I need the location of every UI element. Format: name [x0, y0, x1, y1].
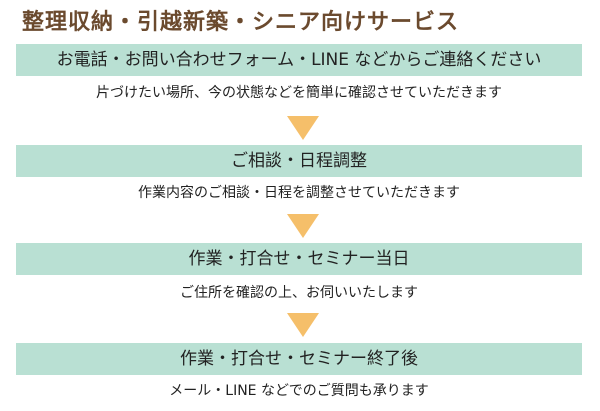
down-triangle-arrow-icon — [287, 313, 319, 337]
step-4-description: メール・LINE などでのご質問も承ります — [169, 383, 429, 399]
down-triangle-arrow-icon — [287, 214, 319, 238]
page-title: 整理収納・引越新築・シニア向けサービス — [22, 10, 460, 35]
step-4-heading: 作業・打合せ・セミナー終了後 — [16, 343, 582, 375]
step-1-heading: お電話・お問い合わせフォーム・LINE などからご連絡ください — [16, 44, 582, 76]
step-2-heading: ご相談・日程調整 — [16, 145, 582, 177]
step-2-description: 作業内容のご相談・日程を調整させていただきます — [138, 185, 460, 201]
down-triangle-arrow-icon — [287, 116, 319, 140]
step-3-heading: 作業・打合せ・セミナー当日 — [16, 243, 582, 275]
step-1-description: 片づけたい場所、今の状態などを簡単に確認させていただきます — [96, 85, 502, 101]
step-3-description: ご住所を確認の上、お伺いいたします — [180, 285, 418, 301]
